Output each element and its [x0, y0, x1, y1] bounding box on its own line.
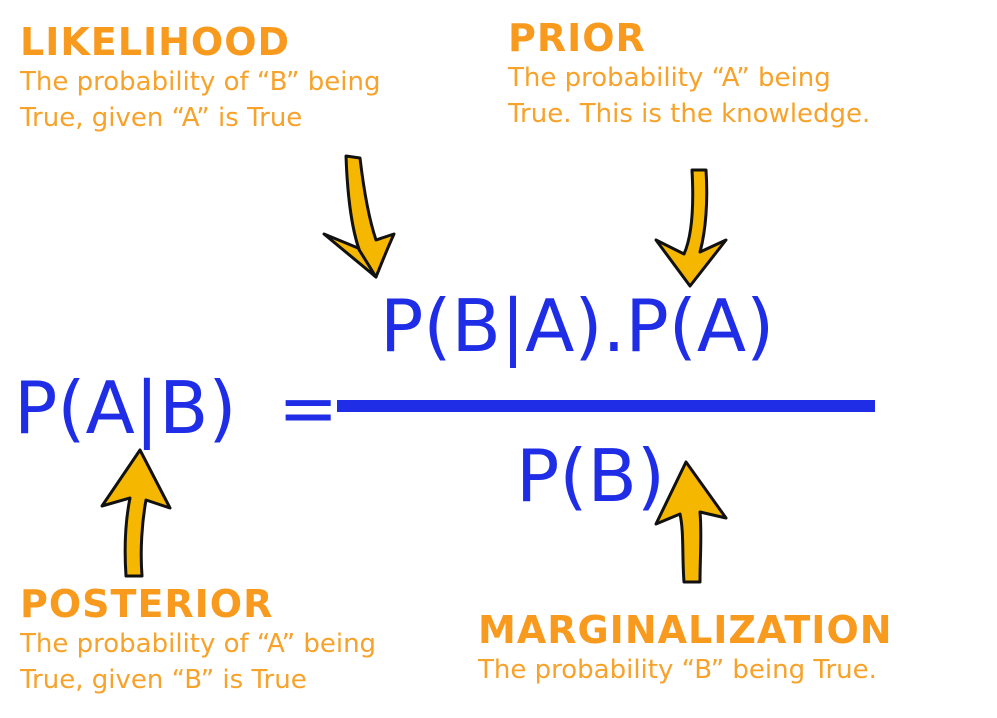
formula-denominator: P(B)	[516, 434, 665, 518]
prior-desc-line1: The probability “A” being	[508, 63, 831, 93]
arrow-up-icon	[654, 460, 728, 584]
posterior-heading: POSTERIOR	[20, 582, 274, 626]
fraction-bar	[337, 400, 875, 412]
formula-numerator: P(B|A).P(A)	[380, 284, 775, 368]
likelihood-heading: LIKELIHOOD	[20, 20, 291, 64]
posterior-desc-line1: The probability of “A” being	[20, 629, 377, 659]
prior-desc-line2: True. This is the knowledge.	[508, 99, 871, 129]
marginalization-desc-line1: The probability “B” being True.	[478, 655, 877, 685]
posterior-label: POSTERIOR The probability of “A” being T…	[20, 582, 376, 698]
formula-lhs: P(A|B)	[14, 366, 237, 450]
prior-label: PRIOR The probability “A” being True. Th…	[508, 16, 870, 132]
likelihood-label: LIKELIHOOD The probability of “B” being …	[20, 20, 380, 136]
arrow-down-icon	[654, 168, 728, 288]
marginalization-label: MARGINALIZATION The probability “B” bein…	[478, 608, 893, 688]
posterior-desc-line2: True, given “B” is True	[20, 665, 307, 695]
likelihood-desc-line1: The probability of “B” being	[20, 67, 381, 97]
likelihood-desc-line2: True, given “A” is True	[20, 103, 303, 133]
formula-equals: =	[278, 366, 339, 450]
arrow-up-icon	[100, 448, 172, 578]
marginalization-heading: MARGINALIZATION	[478, 608, 893, 652]
arrow-down-icon	[322, 154, 396, 279]
prior-heading: PRIOR	[508, 16, 646, 60]
